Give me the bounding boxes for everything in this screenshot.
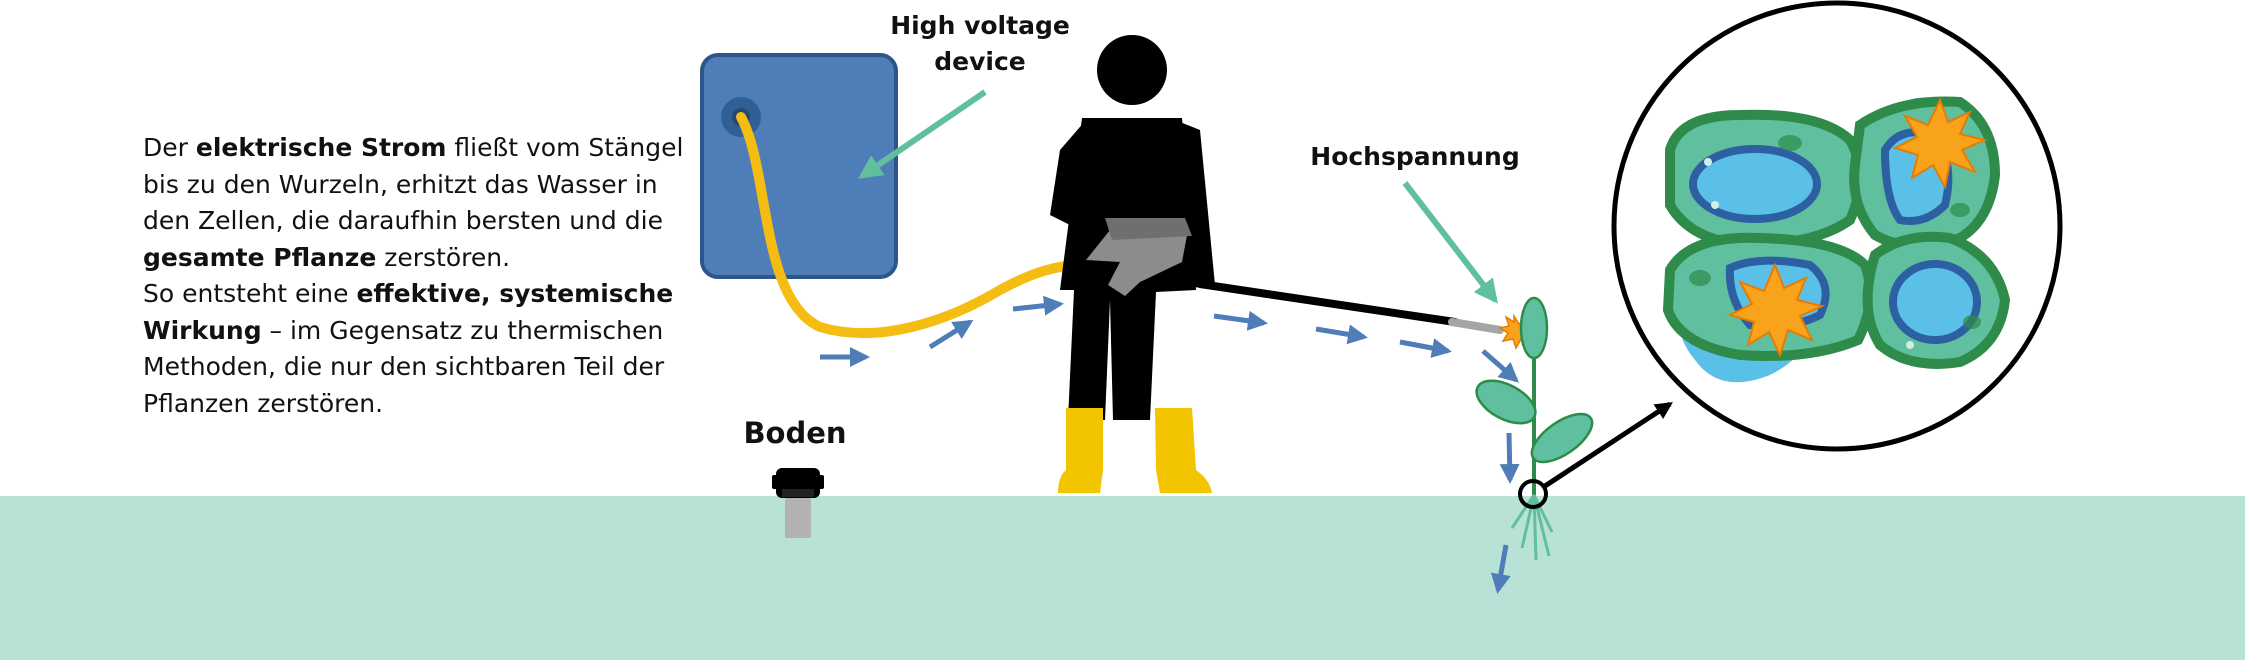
root-collar-marker [1518,479,1548,509]
spark-icon [1727,262,1826,358]
hochspannung-label: Hochspannung [1310,142,1520,171]
hochspannung-pointer-arrow [1402,181,1498,304]
lance-tip [1448,318,1504,334]
description-text: Der elektrische Strom fließt vom Stängel… [143,130,703,422]
description-text-part: fließt vom Stängel bis zu den Wurzeln, e… [143,133,684,235]
right-boot [1155,408,1212,493]
ground [0,496,2245,660]
description-text-part: Der [143,133,196,162]
current-arrow [1213,310,1268,331]
description-text-part: – im Gegensatz zu thermischen Methoden, … [143,315,665,418]
sensor-probe-icon [772,468,824,538]
high-voltage-device-label: High voltage device [860,8,1100,80]
device-pointer-arrow [858,89,987,179]
description-text-part: zerstören. [376,242,511,272]
current-flow-arrows [820,295,1520,594]
cable [736,112,1105,339]
spark-icon [1892,97,1989,190]
current-arrow [1490,544,1511,594]
plant-cell [1665,109,1865,251]
current-arrow [1499,432,1520,484]
lance [1196,280,1459,326]
high-voltage-device-label-line1: High voltage [890,11,1070,40]
high-voltage-device [700,53,898,279]
description-bold: gesamte Pflanze [143,242,377,272]
lance-handle [1086,218,1192,296]
current-arrow [1399,338,1452,358]
magnifier-circle-icon [1611,0,2063,452]
boden-label: Boden [743,416,847,450]
zoom-pointer-arrow [1543,401,1673,489]
left-boot [1058,408,1103,493]
current-arrow [1012,295,1064,316]
current-arrow [1315,324,1368,345]
description-bold: effektive, systemische Wirkung [143,279,674,345]
plant [1475,296,1594,561]
current-arrow [1481,349,1520,383]
description-text-part: So entsteht eine [143,279,357,308]
plant-cell [1862,231,2011,369]
high-voltage-device-label-line2: device [934,47,1026,76]
current-arrow [928,319,974,350]
description-bold: elektrische Strom [195,133,447,162]
